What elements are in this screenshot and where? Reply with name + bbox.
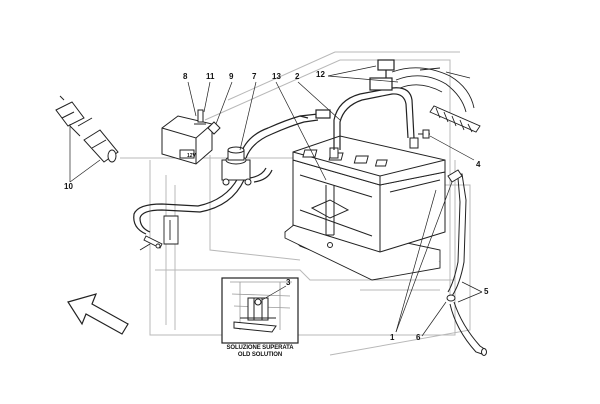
leader-lines <box>69 65 483 337</box>
inset-old-solution <box>221 277 299 344</box>
callout-5: 5 <box>484 287 489 296</box>
battery <box>292 135 446 253</box>
inset-caption: SOLUZIONE SUPERATA OLD SOLUTION <box>222 345 298 359</box>
callout-6: 6 <box>416 333 421 342</box>
callout-8: 8 <box>183 72 188 81</box>
wiring-harness <box>391 67 481 133</box>
callout-1: 1 <box>390 333 395 342</box>
callout-13: 13 <box>272 72 281 81</box>
callout-10: 10 <box>64 182 73 191</box>
callout-12: 12 <box>316 70 325 79</box>
terminal-lugs <box>55 95 119 163</box>
callout-4: 4 <box>476 160 481 169</box>
battery-clamp <box>310 185 350 248</box>
battery-cutoff-switch <box>221 146 252 186</box>
callout-7: 7 <box>252 72 257 81</box>
ground-bracket <box>139 215 179 251</box>
vent-hose <box>446 169 487 356</box>
callout-9: 9 <box>229 72 234 81</box>
ground-cable <box>133 109 331 235</box>
inset-caption-line1: SOLUZIONE SUPERATA <box>226 345 294 351</box>
positive-cable <box>333 59 415 150</box>
voltage-marking: 12V <box>187 153 197 159</box>
direction-arrow <box>67 293 129 335</box>
callout-11: 11 <box>206 72 215 81</box>
callout-2: 2 <box>295 72 300 81</box>
terminal-bolt <box>418 129 430 139</box>
control-box <box>161 109 221 165</box>
inset-caption-line2: OLD SOLUTION <box>237 352 283 358</box>
callout-3: 3 <box>286 278 291 287</box>
